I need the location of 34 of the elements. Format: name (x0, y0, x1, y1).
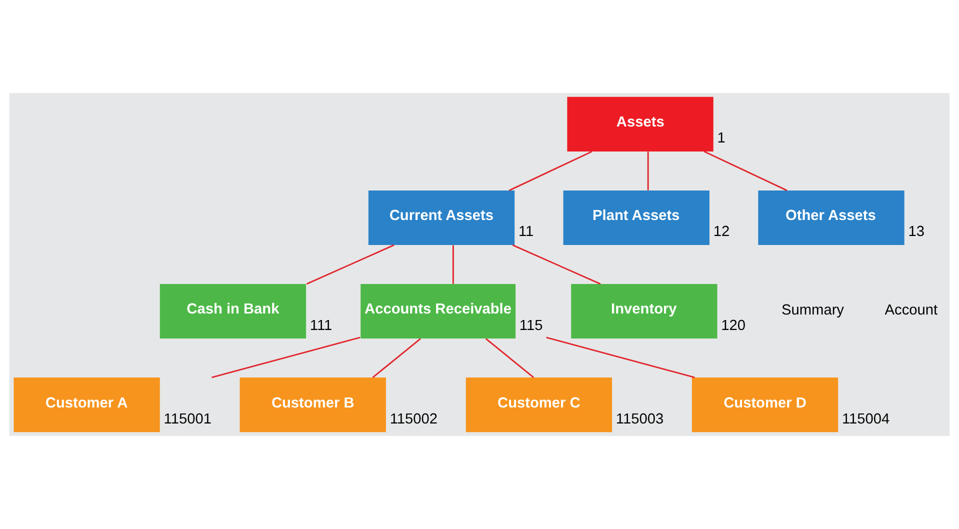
node-label: 120 (721, 318, 746, 334)
connector (647, 152, 649, 190)
connector (512, 244, 601, 285)
connector (485, 338, 534, 378)
label: Summary (782, 302, 844, 319)
node-box: Assets (567, 96, 714, 152)
connector (508, 150, 592, 192)
node-box: Customer C (466, 378, 612, 432)
node-box: Plant Assets (563, 190, 710, 245)
connector (704, 150, 788, 192)
node-box: Customer A (14, 378, 160, 432)
node-label: 115002 (390, 411, 438, 428)
node-box: Other Assets (758, 190, 904, 245)
node-label: 111 (310, 318, 332, 334)
node-label: 12 (713, 224, 730, 240)
connector (212, 336, 360, 378)
node-label: 1 (717, 130, 726, 147)
connector (546, 336, 695, 378)
node-box: Cash in Bank (160, 284, 306, 339)
node-box: Inventory (571, 284, 718, 339)
connector (452, 245, 454, 284)
node-box: Customer B (240, 378, 386, 432)
node-label: 115004 (842, 411, 890, 428)
node-label: 11 (518, 224, 534, 240)
node-label: 13 (908, 224, 925, 240)
node-label: 115001 (164, 411, 212, 428)
label: Account (884, 302, 938, 319)
node-label: 115 (519, 318, 543, 334)
connector (306, 244, 394, 285)
node-box: Current Assets (368, 190, 515, 245)
node-label: 115003 (616, 411, 664, 428)
connector (372, 338, 421, 378)
node-box: Customer D (692, 378, 838, 432)
node-box: Accounts Receivable (360, 284, 516, 339)
